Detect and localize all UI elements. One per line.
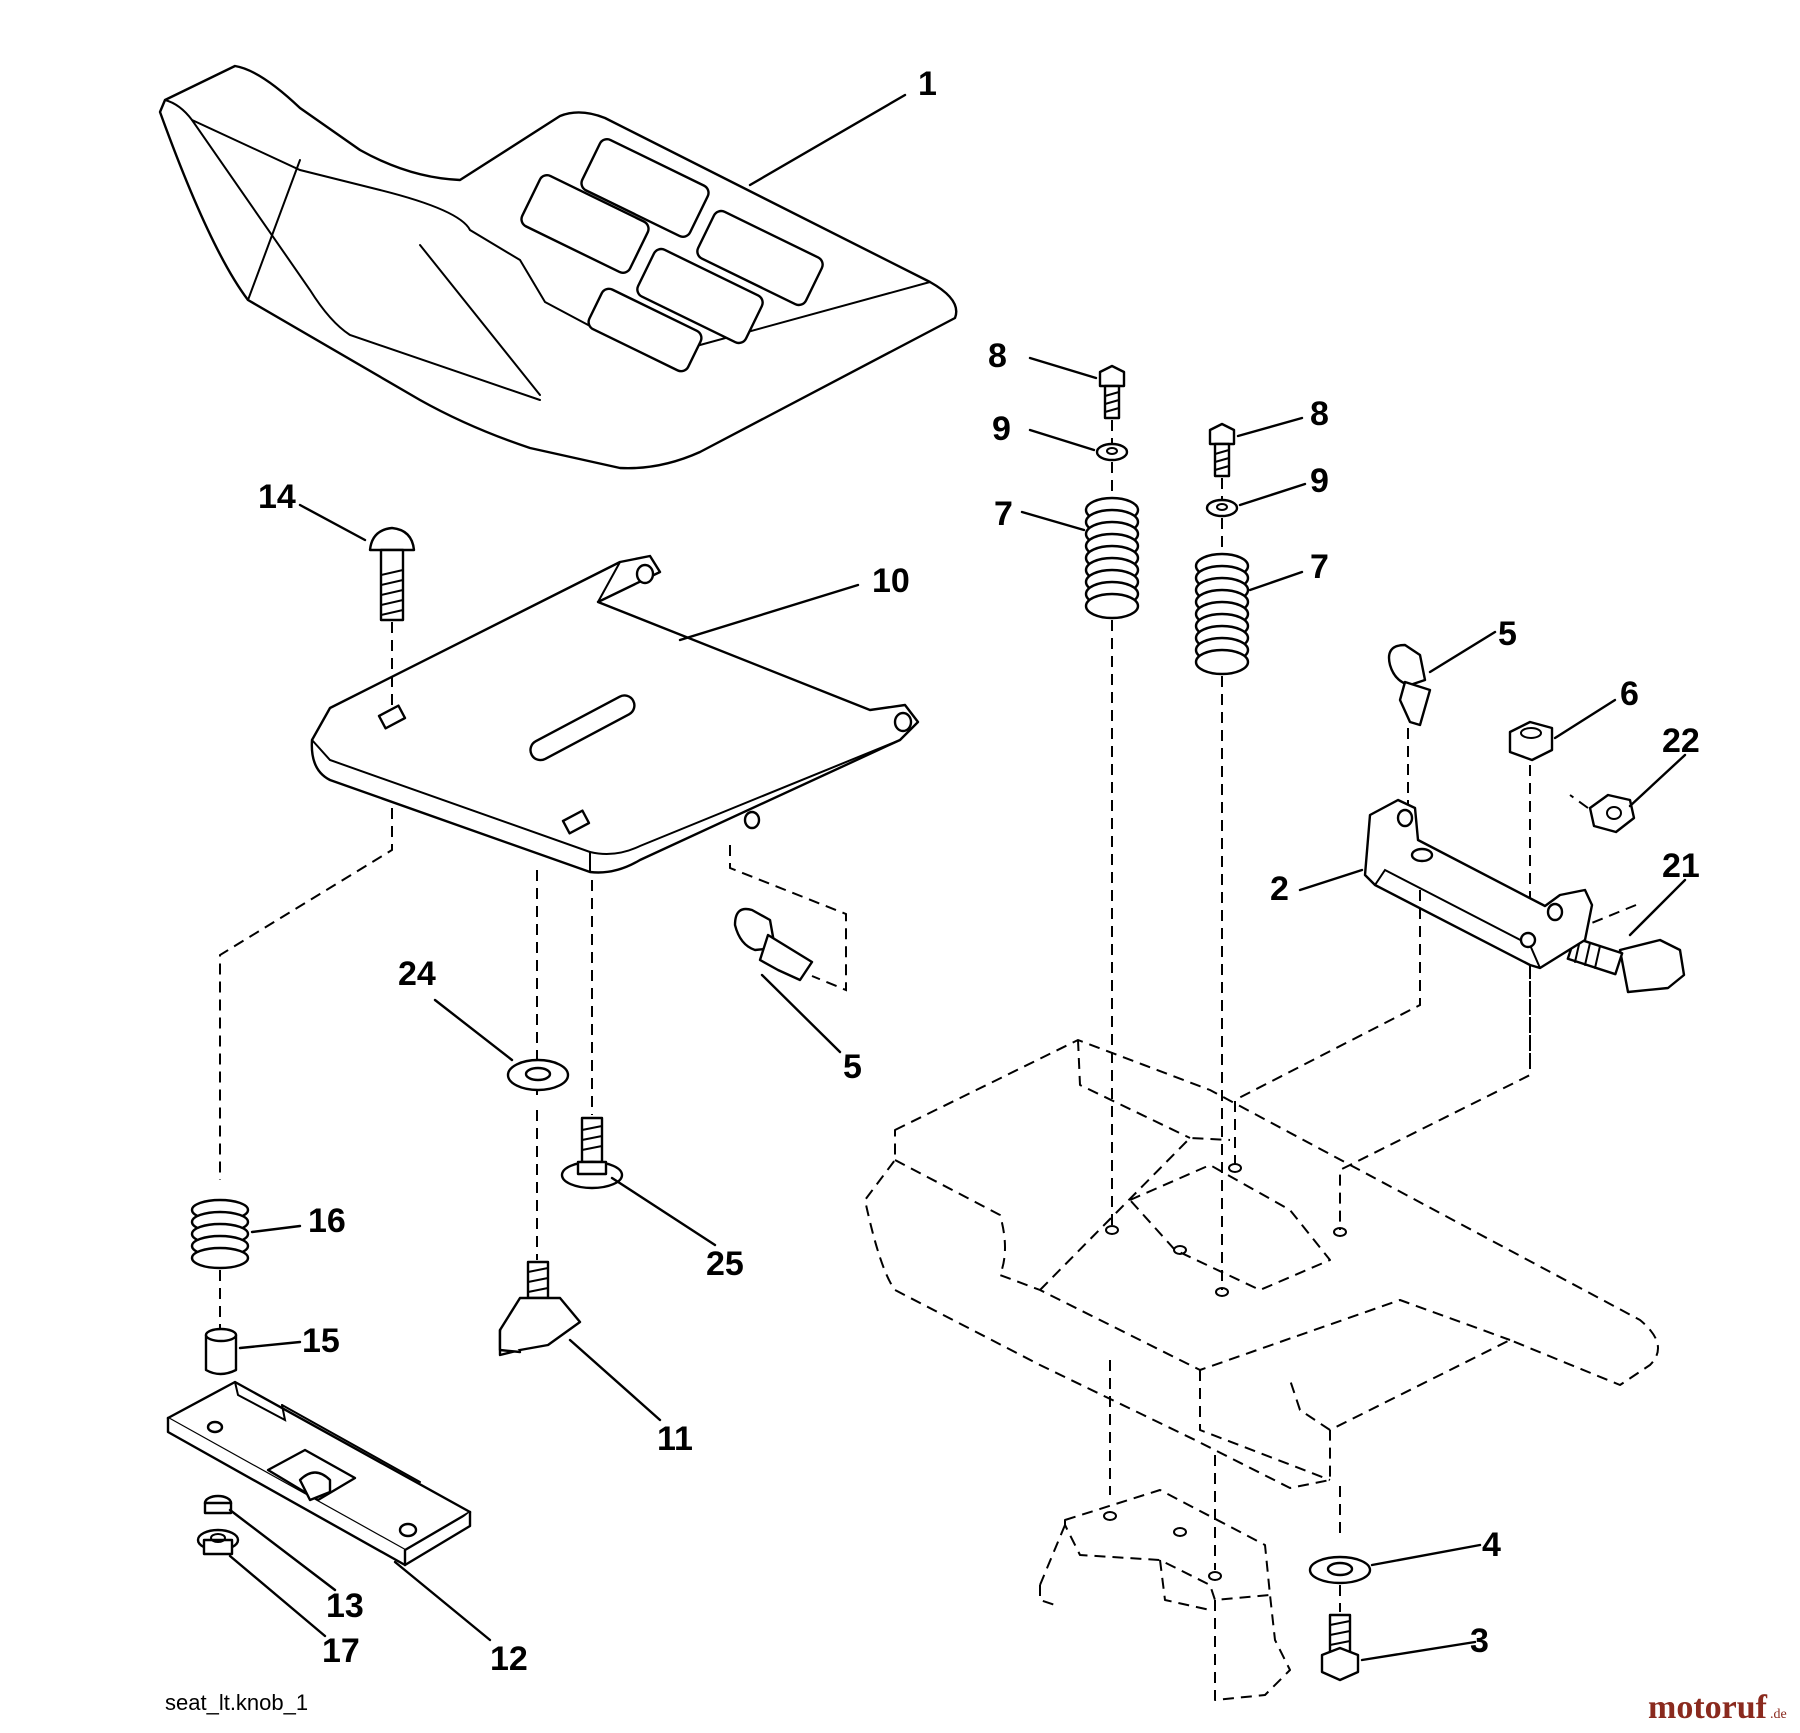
callout-nut-22: 22 [1662,722,1700,760]
callout-clip-right: 5 [1498,615,1517,653]
callout-bracket: 2 [1270,870,1289,908]
callout-slide-plate: 12 [490,1640,528,1678]
spring-7-right-part [1194,552,1304,676]
callout-carriage-bolt: 14 [258,478,296,516]
callout-bolt-8-left: 8 [988,337,1007,375]
knob-part [498,1260,662,1422]
callout-washer-4: 4 [1482,1526,1501,1564]
nut-17-part [196,1528,327,1638]
washer-4-part [1308,1543,1482,1585]
spring-16-part [190,1198,302,1270]
callout-nut-13: 13 [326,1587,364,1625]
callout-washer-9-left: 9 [992,410,1011,448]
nut-13-part [203,1494,337,1592]
washer-9-right-part [1205,482,1307,518]
callout-knob: 11 [657,1420,693,1458]
callout-spring-7-right: 7 [1310,548,1329,586]
callout-bolt-25: 25 [706,1245,744,1283]
diagram-caption: seat_lt.knob_1 [165,1690,308,1715]
carriage-bolt-part [298,503,416,622]
washer-24-part [433,998,570,1092]
callout-nut-17: 17 [322,1632,360,1670]
watermark-logo: motoruf [1648,1689,1768,1726]
leader-seat-pan [678,583,860,642]
slide-plate-part [166,1380,492,1642]
nut-22-part [1588,753,1687,834]
callout-spring-16: 16 [308,1202,346,1240]
seat-pan-part [310,554,920,874]
callout-spacer: 15 [302,1322,340,1360]
spacer-part [204,1327,302,1376]
clip-right-part [1387,630,1497,727]
callout-bolt-3: 3 [1470,1622,1489,1660]
nut-6-part [1508,698,1617,762]
washer-9-left-part [1028,428,1129,462]
seat-part [158,64,958,470]
callout-spring-7-left: 7 [994,495,1013,533]
callout-bolt-8-right: 8 [1310,395,1329,433]
watermark-suffix: .de [1770,1707,1787,1722]
bolt-25-part [560,1116,717,1247]
callout-clip-left: 5 [843,1048,862,1086]
callout-nut-6: 6 [1620,675,1639,713]
clip-left-part [733,907,842,1054]
bolt-3-part [1320,1613,1477,1682]
callout-bolt-21: 21 [1662,847,1700,885]
tractor-body-outline [864,1039,1659,1701]
callout-seat-pan: 10 [872,562,910,600]
spring-7-left-part [1020,496,1140,620]
bolt-8-left-part [1028,356,1126,420]
callout-washer-24: 24 [398,955,436,993]
leader-seat [748,93,907,187]
callout-washer-9-right: 9 [1310,462,1329,500]
bracket-part [1298,798,1594,970]
bolt-8-right-part [1208,416,1304,478]
callout-seat: 1 [918,65,937,103]
